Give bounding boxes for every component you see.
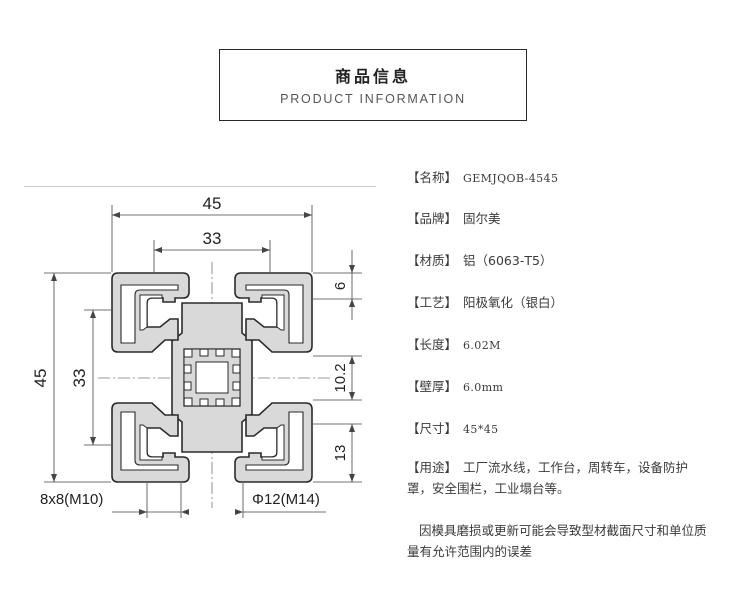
spec-usage: 【用途】工厂流水线，工作台，周转车，设备防护罩，安全围栏，工业塌台等。 xyxy=(407,457,712,499)
spec-length: 【长度】 6.02M xyxy=(407,334,501,353)
spec-label: 【品牌】 xyxy=(407,211,458,226)
dimension-arrows xyxy=(51,212,355,515)
dim-height-inner: 33 xyxy=(70,369,89,388)
spec-label: 【长度】 xyxy=(407,337,458,352)
profile-drawing: 45 33 45 33 6 10.2 13 8x8(M10) Φ12(M14) xyxy=(31,194,362,518)
spec-process: 【工艺】阳极氧化（银白） xyxy=(407,292,563,311)
spec-value: 6.0mm xyxy=(463,381,504,394)
spec-size: 【尺寸】 45*45 xyxy=(407,418,499,437)
dim-width-outer: 45 xyxy=(203,194,222,213)
dimension-lines xyxy=(44,205,362,518)
spec-value: 阳极氧化（银白） xyxy=(463,295,564,310)
dim-side: 13 xyxy=(332,445,349,462)
tolerance-note: 因模具磨损或更新可能会导致型材截面尺寸和单位质量有允许范围内的误差 xyxy=(407,523,707,559)
spec-value: GEMJQOB-4545 xyxy=(463,172,559,185)
label-slot: 8x8(M10) xyxy=(40,491,103,508)
spec-value: 固尔美 xyxy=(463,211,501,226)
spec-label: 【材质】 xyxy=(407,253,458,268)
dim-height-outer: 45 xyxy=(31,369,50,388)
spec-wall-thickness: 【壁厚】 6.0mm xyxy=(407,376,503,395)
spec-value: 45*45 xyxy=(463,423,499,436)
spec-value: 6.02M xyxy=(463,339,501,352)
dim-core: 10.2 xyxy=(332,363,349,392)
spec-label: 【名称】 xyxy=(407,170,458,185)
spec-label: 【尺寸】 xyxy=(407,421,458,436)
dim-slot-depth: 6 xyxy=(332,282,349,290)
spec-label: 【工艺】 xyxy=(407,295,458,310)
header-subtitle: PRODUCT INFORMATION xyxy=(280,92,466,106)
header-title: 商品信息 xyxy=(334,67,411,86)
spec-value: 铝（6063-T5） xyxy=(463,253,553,268)
spec-material: 【材质】铝（6063-T5） xyxy=(407,250,552,269)
spec-name: 【名称】 GEMJQOB-4545 xyxy=(407,167,558,186)
spec-label: 【用途】 xyxy=(407,460,458,475)
header-box: 商品信息 PRODUCT INFORMATION xyxy=(219,49,527,121)
aluminum-profile xyxy=(111,272,313,483)
divider xyxy=(24,186,376,187)
spec-brand: 【品牌】固尔美 xyxy=(407,208,501,227)
spec-value: 工厂流水线，工作台，周转车，设备防护罩，安全围栏，工业塌台等。 xyxy=(407,460,689,496)
spec-label: 【壁厚】 xyxy=(407,379,458,394)
dim-width-inner: 33 xyxy=(203,229,222,248)
label-bore: Φ12(M14) xyxy=(252,491,320,508)
